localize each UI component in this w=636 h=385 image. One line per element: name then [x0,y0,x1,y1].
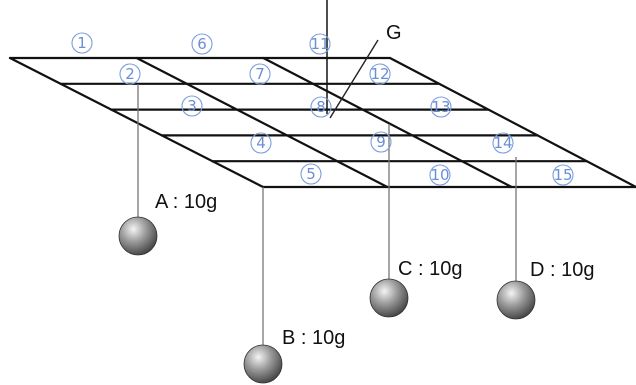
svg-text:14: 14 [493,134,512,152]
svg-text:11: 11 [310,35,329,53]
mass-b-label: B : 10g [282,327,345,349]
cell-label-12: 12 [369,63,391,85]
mass-b: B : 10g [243,327,345,384]
grid-column-line-0 [8,56,265,189]
grid-column-line-1 [135,56,389,189]
cell-label-5: 5 [300,163,322,185]
svg-text:7: 7 [255,65,265,83]
svg-text:6: 6 [197,35,207,53]
hanging-strings [137,84,517,345]
grid-column-line-2 [262,56,513,189]
cell-label-15: 15 [552,164,574,186]
svg-text:3: 3 [187,97,197,115]
cell-label-10: 10 [429,164,451,186]
cell-label-9: 9 [370,131,392,153]
mass-c: C : 10g [369,258,462,318]
mass-a: A : 10g [118,191,217,256]
svg-text:13: 13 [431,98,450,116]
cell-label-7: 7 [249,63,271,85]
ball-d [496,280,536,320]
mass-d: D : 10g [496,259,594,320]
svg-text:4: 4 [256,134,266,152]
cell-label-8: 8 [310,96,332,118]
svg-text:2: 2 [125,65,135,83]
mass-a-label: A : 10g [155,191,217,213]
cell-labels: 1 2 3 4 5 6 7 8 9 10 11 12 13 14 15 [71,32,574,186]
ball-b [243,344,283,384]
svg-text:5: 5 [306,165,316,183]
cell-label-11: 11 [309,33,331,55]
ball-c [369,278,409,318]
cell-label-4: 4 [250,132,272,154]
g-label: G [386,22,402,44]
svg-text:1: 1 [77,34,87,52]
cell-label-3: 3 [181,95,203,117]
grid-column-line-3 [388,56,636,189]
cell-label-6: 6 [191,33,213,55]
svg-text:8: 8 [316,98,326,116]
grid-plate [8,56,636,189]
mass-d-label: D : 10g [530,259,594,281]
mass-c-label: C : 10g [398,258,462,280]
cell-label-2: 2 [119,63,141,85]
g-leader-line [329,39,379,119]
cell-label-13: 13 [430,96,452,118]
svg-text:10: 10 [430,166,449,184]
svg-text:12: 12 [370,65,389,83]
ball-a [118,216,158,256]
cell-label-14: 14 [492,132,514,154]
svg-text:9: 9 [376,133,386,151]
cell-label-1: 1 [71,32,93,54]
svg-text:15: 15 [553,166,572,184]
